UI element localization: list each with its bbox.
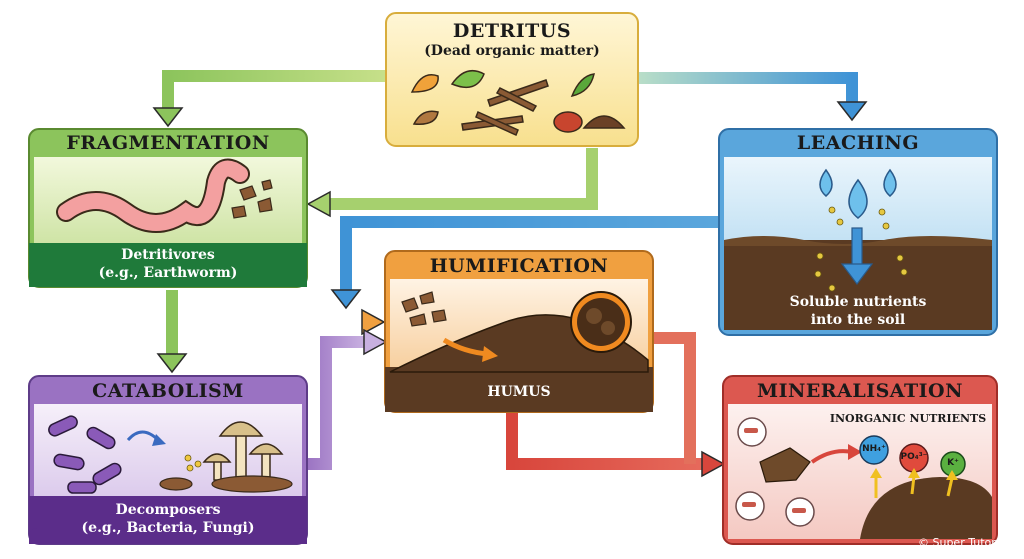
soil-clump-icon xyxy=(759,447,811,483)
leaching-title: LEACHING xyxy=(796,132,920,154)
ion-phosphate: PO₄³⁻ xyxy=(900,452,928,462)
humification-title: HUMIFICATION xyxy=(429,255,609,277)
catabolism-title: CATABOLISM xyxy=(92,380,244,402)
mushroom-icon xyxy=(202,421,284,481)
arrow-catabolism-to-humification xyxy=(306,328,388,470)
arrow-fragmentation-to-catabolism xyxy=(156,290,188,374)
credit-watermark: © Super Tutor xyxy=(918,536,996,549)
earthworm-icon xyxy=(56,158,250,233)
fragmentation-title: FRAGMENTATION xyxy=(66,132,270,154)
fragmentation-box xyxy=(28,128,308,288)
catabolism-line2: (e.g., Bacteria, Fungi) xyxy=(81,520,255,536)
nutrient-dots-icon xyxy=(814,206,908,292)
arrow-fragments-to-humification xyxy=(226,308,386,336)
twig-icon xyxy=(461,79,549,137)
arrow-humification-to-mineralisation xyxy=(506,332,726,478)
catabolism-box xyxy=(28,375,308,545)
humification-box xyxy=(384,250,654,413)
detritus-title: DETRITUS xyxy=(452,20,572,42)
leaching-box xyxy=(718,128,998,336)
fragmentation-line1: Detritivores xyxy=(121,247,215,263)
ammonium-ion-icon xyxy=(859,435,889,465)
humus-caption: HUMUS xyxy=(487,384,551,400)
magnified-soil-icon xyxy=(570,291,632,353)
mineralisation-title: MINERALISATION xyxy=(757,380,963,402)
ion-potassium: K⁺ xyxy=(947,458,959,468)
mineralisation-box xyxy=(722,375,998,545)
acorn-icon xyxy=(553,73,626,133)
soil-fragments-icon xyxy=(231,179,273,219)
arrow-leaching-to-humification xyxy=(330,216,718,310)
leaf-icon xyxy=(410,69,485,125)
catabolism-line1: Decomposers xyxy=(115,502,221,518)
leaching-line1: Soluble nutrients xyxy=(789,294,927,310)
inorganic-nutrients-label: INORGANIC NUTRIENTS xyxy=(829,412,987,425)
fragmentation-line2: (e.g., Earthworm) xyxy=(98,265,238,281)
arrow-detritus-to-leaching xyxy=(638,72,868,122)
arrow-detritus-to-fragmentation xyxy=(152,70,388,128)
water-drop-icon xyxy=(819,168,897,219)
arrow-detritus-down-to-fragmentation xyxy=(306,148,598,218)
detritus-subtitle: (Dead organic matter) xyxy=(424,43,600,59)
detritus-box xyxy=(385,12,639,147)
ion-ammonium: NH₄⁺ xyxy=(862,444,886,454)
bacteria-icon xyxy=(48,415,122,494)
humus-fragments-icon xyxy=(401,291,447,327)
downward-arrow-icon xyxy=(840,227,874,285)
leaching-line2: into the soil xyxy=(810,312,906,328)
